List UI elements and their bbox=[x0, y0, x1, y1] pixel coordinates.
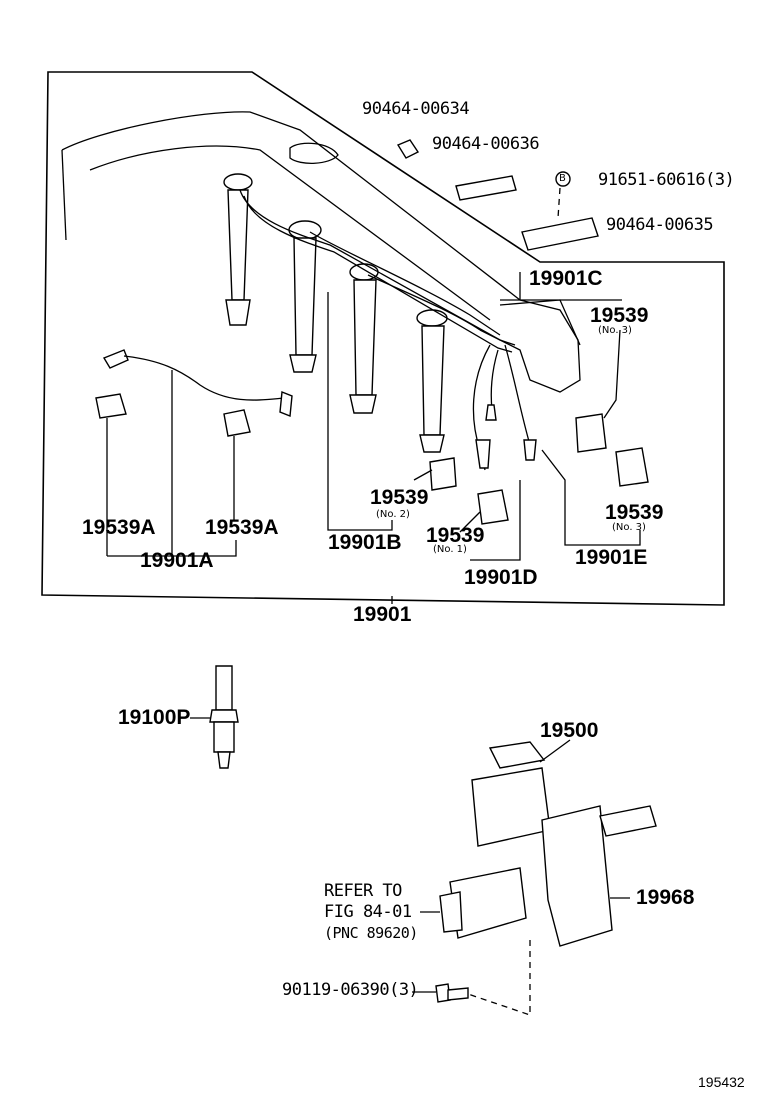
callout-19539-no2[interactable]: 19539 bbox=[370, 486, 429, 509]
callout-19901C[interactable]: 19901C bbox=[529, 267, 603, 290]
callout-90464-00635[interactable]: 90464-00635 bbox=[606, 215, 714, 235]
callout-19100P[interactable]: 19100P bbox=[118, 706, 191, 729]
callout-19539-no1[interactable]: 19539 bbox=[426, 524, 485, 547]
callout-19901D[interactable]: 19901D bbox=[464, 566, 538, 589]
note-no1: (No. 1) bbox=[433, 544, 467, 555]
callout-19968[interactable]: 19968 bbox=[636, 886, 695, 909]
bolt-symbol: B bbox=[559, 173, 566, 184]
note-no3-bottom: (No. 3) bbox=[612, 522, 646, 533]
callout-90464-00636[interactable]: 90464-00636 bbox=[432, 134, 540, 154]
note-no2: (No. 2) bbox=[376, 509, 410, 520]
callout-90119-06390[interactable]: 90119-06390(3) bbox=[282, 980, 419, 1000]
cord-clamps bbox=[396, 139, 599, 251]
spark-plug-cords bbox=[223, 173, 537, 471]
assembly-frame bbox=[41, 71, 725, 606]
callout-19901E[interactable]: 19901E bbox=[575, 546, 648, 569]
callout-19901A[interactable]: 19901A bbox=[140, 549, 214, 572]
callout-19539-no3-bottom[interactable]: 19539 bbox=[605, 501, 664, 524]
spark-plug-drawing bbox=[190, 665, 239, 769]
plug-boots bbox=[429, 413, 649, 525]
refer-line-2[interactable]: FIG 84-01 bbox=[324, 902, 412, 922]
figure-number: 195432 bbox=[698, 1074, 745, 1090]
callout-91651-60616[interactable]: 91651-60616(3) bbox=[598, 170, 735, 190]
callout-19539A-right[interactable]: 19539A bbox=[205, 516, 279, 539]
callout-19901B[interactable]: 19901B bbox=[328, 531, 402, 554]
coil-cord-drawing bbox=[95, 349, 293, 437]
callout-90464-00634[interactable]: 90464-00634 bbox=[362, 99, 470, 119]
ignition-coil-assembly bbox=[412, 739, 657, 1016]
refer-line-1: REFER TO bbox=[324, 881, 402, 901]
callout-19901[interactable]: 19901 bbox=[353, 603, 412, 626]
note-no3-top: (No. 3) bbox=[598, 325, 632, 336]
leader-lines bbox=[106, 272, 641, 604]
refer-line-3: (PNC 89620) bbox=[324, 924, 418, 942]
callout-19539-no3-top[interactable]: 19539 bbox=[590, 304, 649, 327]
callout-19500[interactable]: 19500 bbox=[540, 719, 599, 742]
callout-19539A-left[interactable]: 19539A bbox=[82, 516, 156, 539]
